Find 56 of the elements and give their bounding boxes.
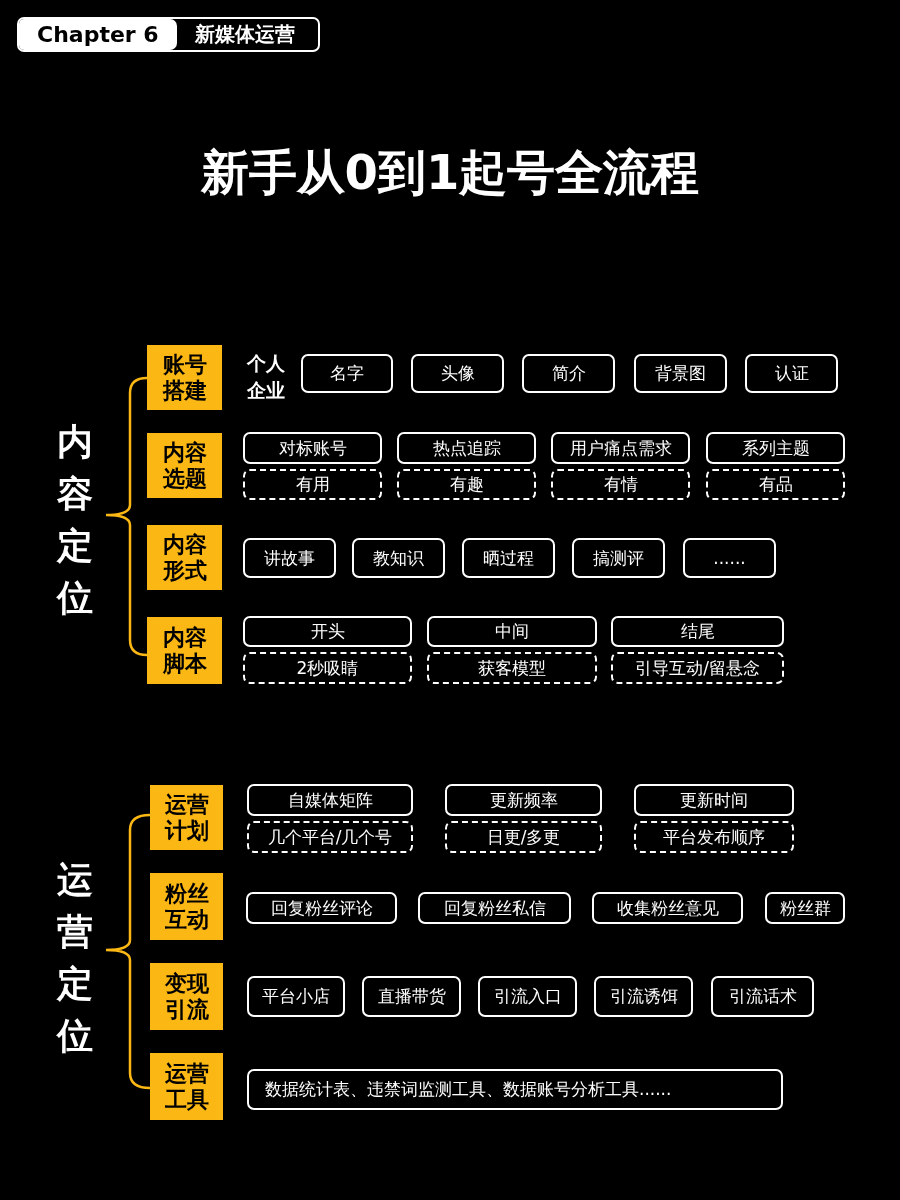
chapter-title: 新媒体运营 bbox=[193, 21, 296, 48]
category-box: 变现引流 bbox=[150, 963, 223, 1030]
category-box: 内容形式 bbox=[147, 525, 222, 590]
side-label: 个人 bbox=[246, 352, 286, 376]
item-box: 收集粉丝意见 bbox=[592, 892, 743, 924]
item-box: 平台小店 bbox=[247, 976, 345, 1017]
item-box: 直播带货 bbox=[362, 976, 461, 1017]
section-heading: 内容定位 bbox=[55, 420, 94, 620]
dashed-item-box: 获客模型 bbox=[427, 652, 597, 684]
chapter-tab bbox=[17, 17, 320, 52]
item-box: 自媒体矩阵 bbox=[247, 784, 413, 816]
item-box: 讲故事 bbox=[243, 538, 336, 578]
category-box: 运营计划 bbox=[150, 785, 223, 850]
dashed-item-box: 有用 bbox=[243, 469, 382, 500]
dashed-item-box: 几个平台/几个号 bbox=[247, 821, 413, 853]
item-box: 名字 bbox=[301, 354, 393, 393]
section-heading: 运营定位 bbox=[55, 857, 94, 1058]
item-box: 对标账号 bbox=[243, 432, 382, 464]
dashed-item-box: 有情 bbox=[551, 469, 690, 500]
item-box: 引流诱饵 bbox=[594, 976, 693, 1017]
item-box: 教知识 bbox=[352, 538, 445, 578]
item-box: 粉丝群 bbox=[765, 892, 845, 924]
tools-box: 数据统计表、违禁词监测工具、数据账号分析工具...... bbox=[247, 1069, 783, 1110]
dashed-item-box: 引导互动/留悬念 bbox=[611, 652, 784, 684]
category-box: 内容脚本 bbox=[147, 617, 222, 684]
item-box: 背景图 bbox=[634, 354, 727, 393]
item-box: 中间 bbox=[427, 616, 597, 647]
category-box: 粉丝互动 bbox=[150, 873, 223, 940]
dashed-item-box: 有趣 bbox=[397, 469, 536, 500]
item-box: 引流入口 bbox=[478, 976, 577, 1017]
item-box: 简介 bbox=[522, 354, 615, 393]
dashed-item-box: 2秒吸睛 bbox=[243, 652, 412, 684]
item-box: 开头 bbox=[243, 616, 412, 647]
item-box: 结尾 bbox=[611, 616, 784, 647]
item-box: 用户痛点需求 bbox=[551, 432, 690, 464]
category-box: 运营工具 bbox=[150, 1053, 223, 1120]
side-label: 企业 bbox=[246, 379, 286, 403]
item-box: 系列主题 bbox=[706, 432, 845, 464]
item-box: 更新频率 bbox=[445, 784, 602, 816]
chapter-number: Chapter 6 bbox=[19, 19, 177, 50]
item-box: 搞测评 bbox=[572, 538, 665, 578]
item-box: 晒过程 bbox=[462, 538, 555, 578]
item-box: 热点追踪 bbox=[397, 432, 536, 464]
category-box: 内容选题 bbox=[147, 433, 222, 498]
item-box: 回复粉丝私信 bbox=[418, 892, 571, 924]
item-box: 引流话术 bbox=[711, 976, 814, 1017]
item-box: 头像 bbox=[411, 354, 504, 393]
item-box: 认证 bbox=[745, 354, 838, 393]
item-box: 回复粉丝评论 bbox=[246, 892, 397, 924]
dashed-item-box: 有品 bbox=[706, 469, 845, 500]
item-box: 更新时间 bbox=[634, 784, 794, 816]
item-box: ...... bbox=[683, 538, 776, 578]
category-box: 账号搭建 bbox=[147, 345, 222, 410]
dashed-item-box: 平台发布顺序 bbox=[634, 821, 794, 853]
dashed-item-box: 日更/多更 bbox=[445, 821, 602, 853]
title: 新手从0到1起号全流程 bbox=[199, 142, 701, 202]
